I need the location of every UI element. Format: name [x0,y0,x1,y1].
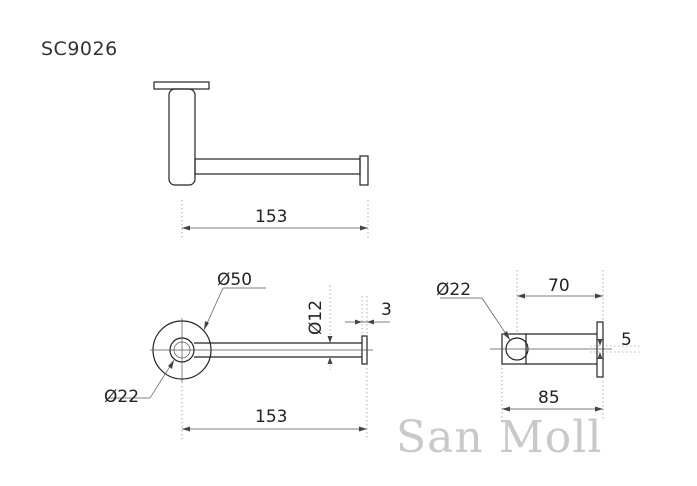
dim-end-projection: 70 [548,276,570,296]
dim-top-length: 153 [255,407,287,427]
dim-post-diameter: Ø22 [104,387,139,407]
wall-plate [153,81,210,90]
side-view: 153 [153,81,369,240]
end-cap [359,155,369,186]
end-view: Ø22 70 5 85 [436,270,640,420]
dim-bar-diameter: Ø12 [306,300,326,335]
support-post [168,88,196,186]
mounting-plate [596,321,604,378]
model-code: SC9026 [41,38,118,60]
dim-end-diameter: Ø22 [436,280,471,300]
dim-end-depth: 85 [538,388,560,408]
watermark-text: San Moll [396,412,603,463]
dim-side-length: 153 [255,207,287,227]
dim-end-cap: 3 [381,300,392,320]
top-view: Ø50 Ø12 3 Ø22 153 [104,270,392,440]
dim-base-diameter: Ø50 [217,270,252,290]
roll-bar [194,158,361,175]
dim-end-base-thickness: 5 [621,330,632,350]
